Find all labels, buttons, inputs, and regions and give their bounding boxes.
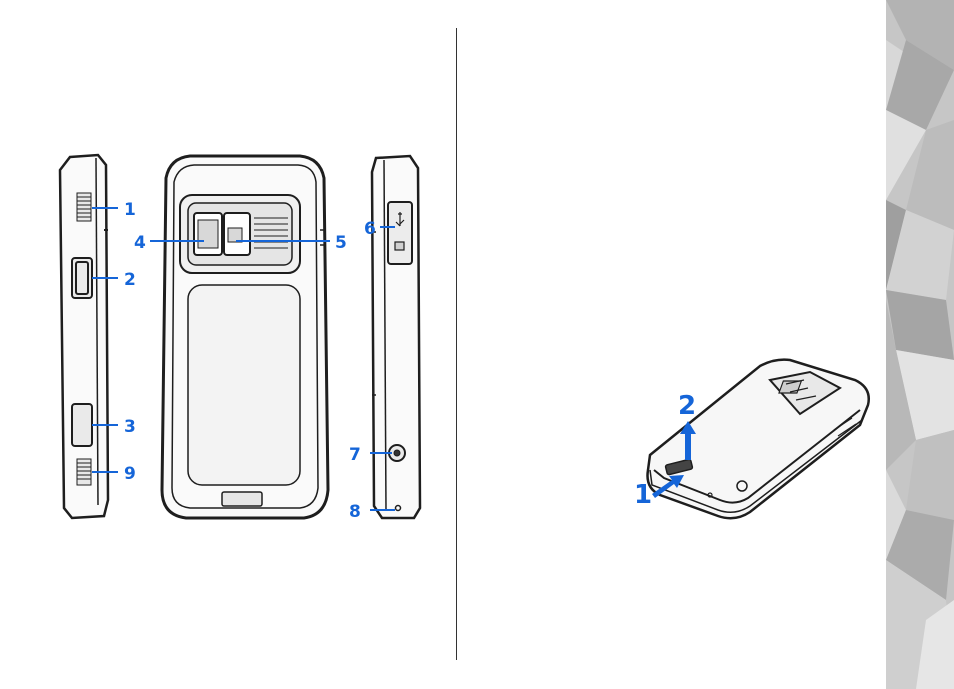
decorative-side-strip <box>886 0 954 689</box>
connector-cover <box>388 202 412 264</box>
right-side-view <box>372 156 420 518</box>
callout-3: 3 <box>124 417 136 437</box>
left-side-view <box>60 155 108 518</box>
device-diagram: 1 2 3 9 4 5 6 7 8 <box>0 0 456 689</box>
lanyard-hole <box>396 506 401 511</box>
speaker-grille-icon <box>77 193 91 221</box>
callout-7: 7 <box>349 445 361 465</box>
back-cover-removal-diagram: 1 2 <box>456 0 886 689</box>
capture-key <box>72 404 92 446</box>
inset-callout-step-1: 1 <box>634 480 652 510</box>
callout-5: 5 <box>335 233 347 253</box>
speaker-grille-icon <box>77 459 91 485</box>
callout-1: 1 <box>124 200 136 220</box>
back-view <box>162 156 328 518</box>
callout-8: 8 <box>349 502 361 522</box>
callout-9: 9 <box>124 464 136 484</box>
inset-callout-step-2: 2 <box>678 391 696 421</box>
memory-card-icon <box>395 242 404 250</box>
callout-4: 4 <box>134 233 146 253</box>
callout-6: 6 <box>364 219 376 239</box>
callout-2: 2 <box>124 270 136 290</box>
